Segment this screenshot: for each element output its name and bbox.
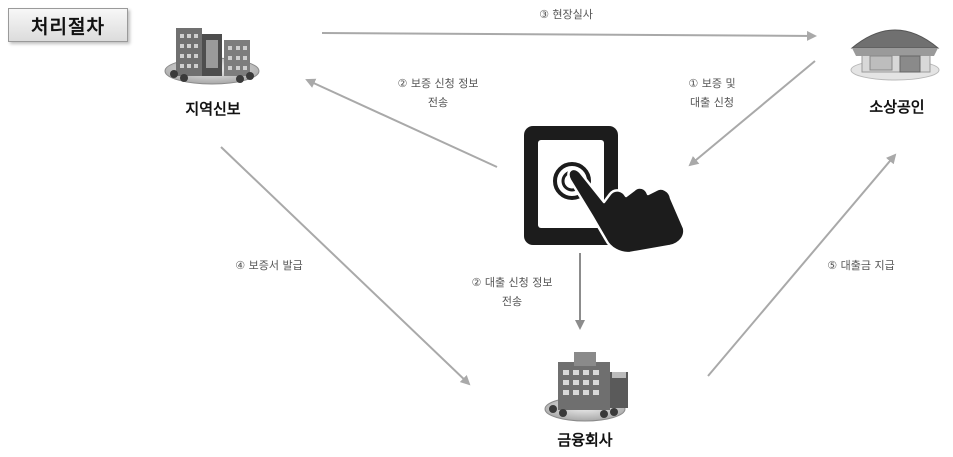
label-step2-loan-info: ② 대출 신청 정보 전송: [471, 276, 553, 308]
tablet-touch-icon: [524, 126, 686, 255]
arrow-guarantee-issue: [220, 146, 471, 386]
node-financial-company: 금융회사: [557, 431, 613, 449]
label-step1-application: ① 보증 및 대출 신청: [688, 77, 736, 109]
arrow-guarantee-info: [305, 78, 498, 168]
node-small-business: 소상공인: [869, 98, 925, 116]
bank-building-icon: [544, 352, 628, 422]
label-step3-site-inspection: ③ 현장실사: [539, 8, 593, 21]
page-title: 처리절차: [8, 8, 128, 42]
arrow-application: [688, 60, 816, 167]
node-regional-guarantee: 지역신보: [185, 100, 241, 118]
office-buildings-icon: [164, 28, 260, 85]
arrow-site-inspection: [321, 30, 817, 41]
shop-icon: [850, 29, 940, 81]
label-step5-loan-payment: ⑤ 대출금 지급: [827, 259, 895, 272]
label-step4-guarantee-issue: ④ 보증서 발급: [235, 259, 303, 272]
arrow-loan-payment: [707, 153, 897, 377]
label-step2-guarantee-info: ② 보증 신청 정보 전송: [397, 77, 479, 109]
